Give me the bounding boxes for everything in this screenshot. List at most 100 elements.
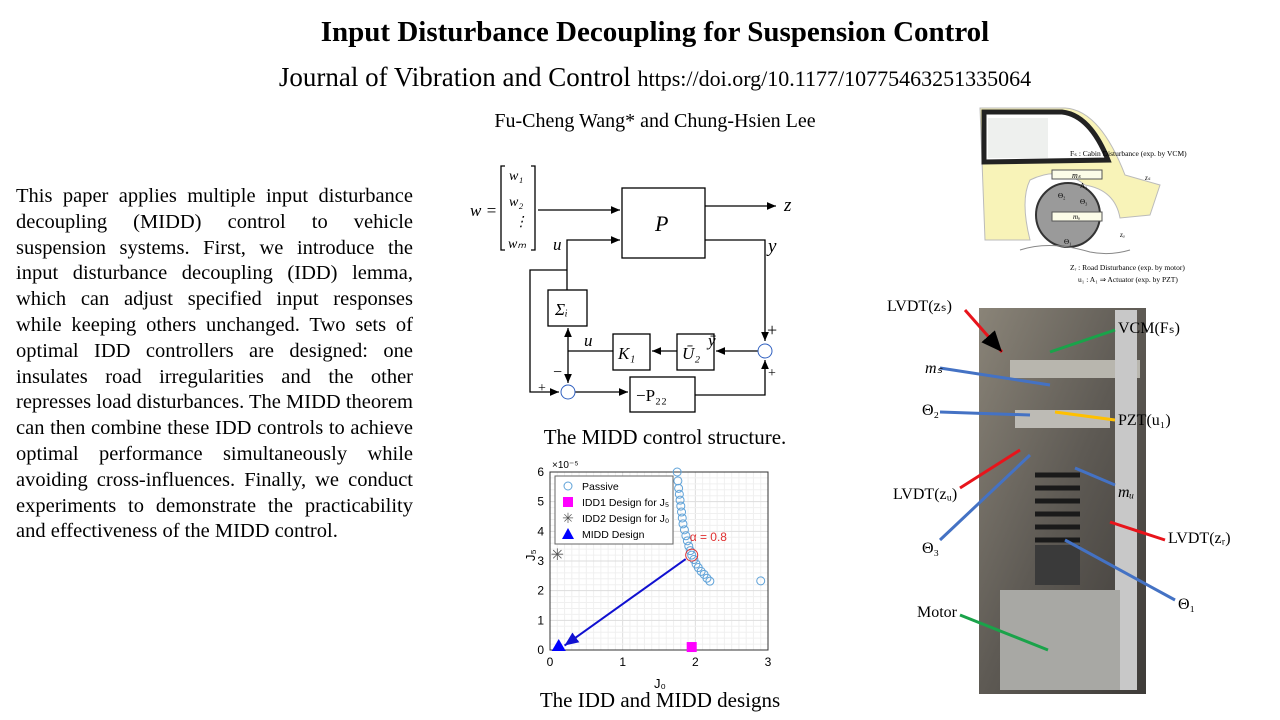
cabin-disturbance-label: Fₛ : Cabin Disturbance (exp. by VCM) — [1070, 149, 1187, 158]
idd2-point: ✳ — [551, 547, 564, 564]
passive-point — [673, 476, 683, 486]
passive-point — [682, 536, 692, 546]
plot-frame — [549, 471, 769, 651]
doi-link[interactable]: https://doi.org/10.1177/1077546325133506… — [637, 66, 1032, 91]
mu-label: mᵤ — [1073, 213, 1080, 221]
passive-point — [687, 550, 697, 560]
mu-photo-label: mᵤ — [1118, 484, 1135, 501]
x-tick-label: 3 — [765, 655, 772, 669]
plus-sign: + — [538, 381, 546, 396]
passive-point — [756, 576, 766, 586]
legend-box — [554, 475, 674, 545]
chart-caption: The IDD and MIDD designs — [539, 688, 781, 712]
alpha-marker — [685, 548, 699, 562]
lvdt-zs-label: LVDT(zₛ) — [887, 298, 952, 315]
lvdt-zu-label: LVDT(zᵤ) — [893, 486, 958, 503]
idd1-point — [686, 642, 697, 653]
passive-point — [678, 519, 688, 529]
legend-marker — [563, 497, 573, 507]
p22-block-label: −P₂₂ — [636, 386, 667, 405]
passive-point — [672, 467, 682, 477]
ybar-label: ȳ — [706, 331, 716, 350]
a1-label: A₁ — [1080, 182, 1088, 190]
legend-label: IDD1 Design for J₅ — [582, 497, 669, 509]
theta1-photo-label: Θ₁ — [1178, 596, 1196, 613]
u-label: u — [553, 235, 562, 254]
poster-title: Input Disturbance Decoupling for Suspens… — [320, 16, 990, 48]
zu-label: zᵤ — [1119, 231, 1125, 239]
sigma-block-label: Σᵢ — [554, 300, 568, 319]
w1-label: w₁ — [509, 169, 523, 184]
w-label: w = — [470, 201, 497, 220]
passive-point — [674, 483, 684, 493]
authors: Fu-Cheng Wang* and Chung-Hsien Lee — [494, 110, 816, 132]
y-tick-label: 4 — [537, 524, 544, 538]
motor-label: Motor — [917, 604, 957, 621]
plant-p-label: P — [654, 211, 668, 236]
pzt-label: PZT(u₁) — [1118, 412, 1171, 429]
passive-point — [681, 531, 691, 541]
ms-label: mₛ — [1072, 171, 1082, 180]
passive-point — [677, 507, 687, 517]
x-axis-label: J₀ — [654, 676, 666, 691]
y-tick-label: 2 — [537, 584, 544, 598]
journal-line: Journal of Vibration and Control https:/… — [0, 62, 1280, 93]
passive-point — [702, 573, 712, 583]
plus-sign: + — [768, 366, 776, 381]
actuator-label: u₁ : A₁ ⇒ Actuator (exp. by PZT) — [1078, 275, 1178, 284]
u2-block-label: Ū₂ — [682, 344, 700, 363]
y-tick-label: 0 — [537, 643, 544, 657]
x-tick-label: 0 — [547, 655, 554, 669]
x-tick-label: 1 — [619, 655, 626, 669]
y-tick-label: 3 — [537, 554, 544, 568]
wdots-label: ⋮ — [514, 215, 528, 230]
y-tick-label: 6 — [537, 465, 544, 479]
ms-photo-label: mₛ — [925, 360, 943, 377]
w2-label: w₂ — [509, 195, 523, 210]
lvdt-zr-label: LVDT(zᵣ) — [1168, 530, 1231, 547]
passive-point — [679, 525, 689, 535]
z-label: z — [783, 195, 792, 216]
y-axis-label: J₅ — [523, 549, 538, 561]
passive-point — [677, 513, 687, 523]
passive-point — [675, 495, 685, 505]
passive-point — [676, 501, 686, 511]
legend-label: MIDD Design — [582, 529, 645, 541]
vcm-fs-label: VCM(Fₛ) — [1118, 320, 1180, 337]
road-disturbance-label: Zᵣ : Road Disturbance (exp. by motor) — [1070, 263, 1185, 272]
passive-point — [689, 555, 699, 565]
y-exponent-label: ×10⁻⁵ — [552, 460, 578, 471]
plus-sign: + — [767, 320, 777, 340]
y-label: y — [766, 236, 777, 257]
wm-label: wₘ — [508, 237, 526, 252]
legend-label: Passive — [582, 481, 619, 493]
legend-label: IDD2 Design for J₀ — [582, 513, 669, 525]
passive-point — [696, 566, 706, 576]
theta3-photo-label: Θ₃ — [922, 540, 940, 557]
legend-marker — [562, 528, 574, 539]
passive-point — [685, 546, 695, 556]
abstract-text: This paper applies multiple input distur… — [16, 185, 413, 543]
alpha-annotation: α = 0.8 — [690, 530, 728, 544]
theta2-label: Θ₂ — [1058, 192, 1066, 200]
uwi-label: u — [584, 331, 593, 350]
journal-name: Journal of Vibration and Control — [278, 62, 631, 92]
minus-sign: − — [553, 364, 562, 381]
legend-marker — [563, 481, 573, 491]
y-tick-label: 1 — [537, 613, 544, 627]
y-tick-label: 5 — [537, 495, 544, 509]
k1-block-label: K₁ — [617, 344, 635, 363]
passive-point — [674, 489, 684, 499]
zs-label: zₛ — [1144, 174, 1151, 182]
diagram-caption: The MIDD control structure. — [543, 425, 787, 449]
midd-point — [551, 639, 566, 652]
theta2-photo-label: Θ₂ — [922, 402, 940, 419]
theta1-label: Θ₁ — [1064, 238, 1072, 246]
theta3-label: Θ₃ — [1080, 198, 1088, 206]
quarter-car-diagram: Fₛ : Cabin Disturbance (exp. by VCM) mₛ … — [979, 107, 1187, 284]
arrow-to-midd — [563, 558, 687, 647]
passive-point — [705, 576, 715, 586]
legend-marker: ✳ — [562, 512, 574, 527]
